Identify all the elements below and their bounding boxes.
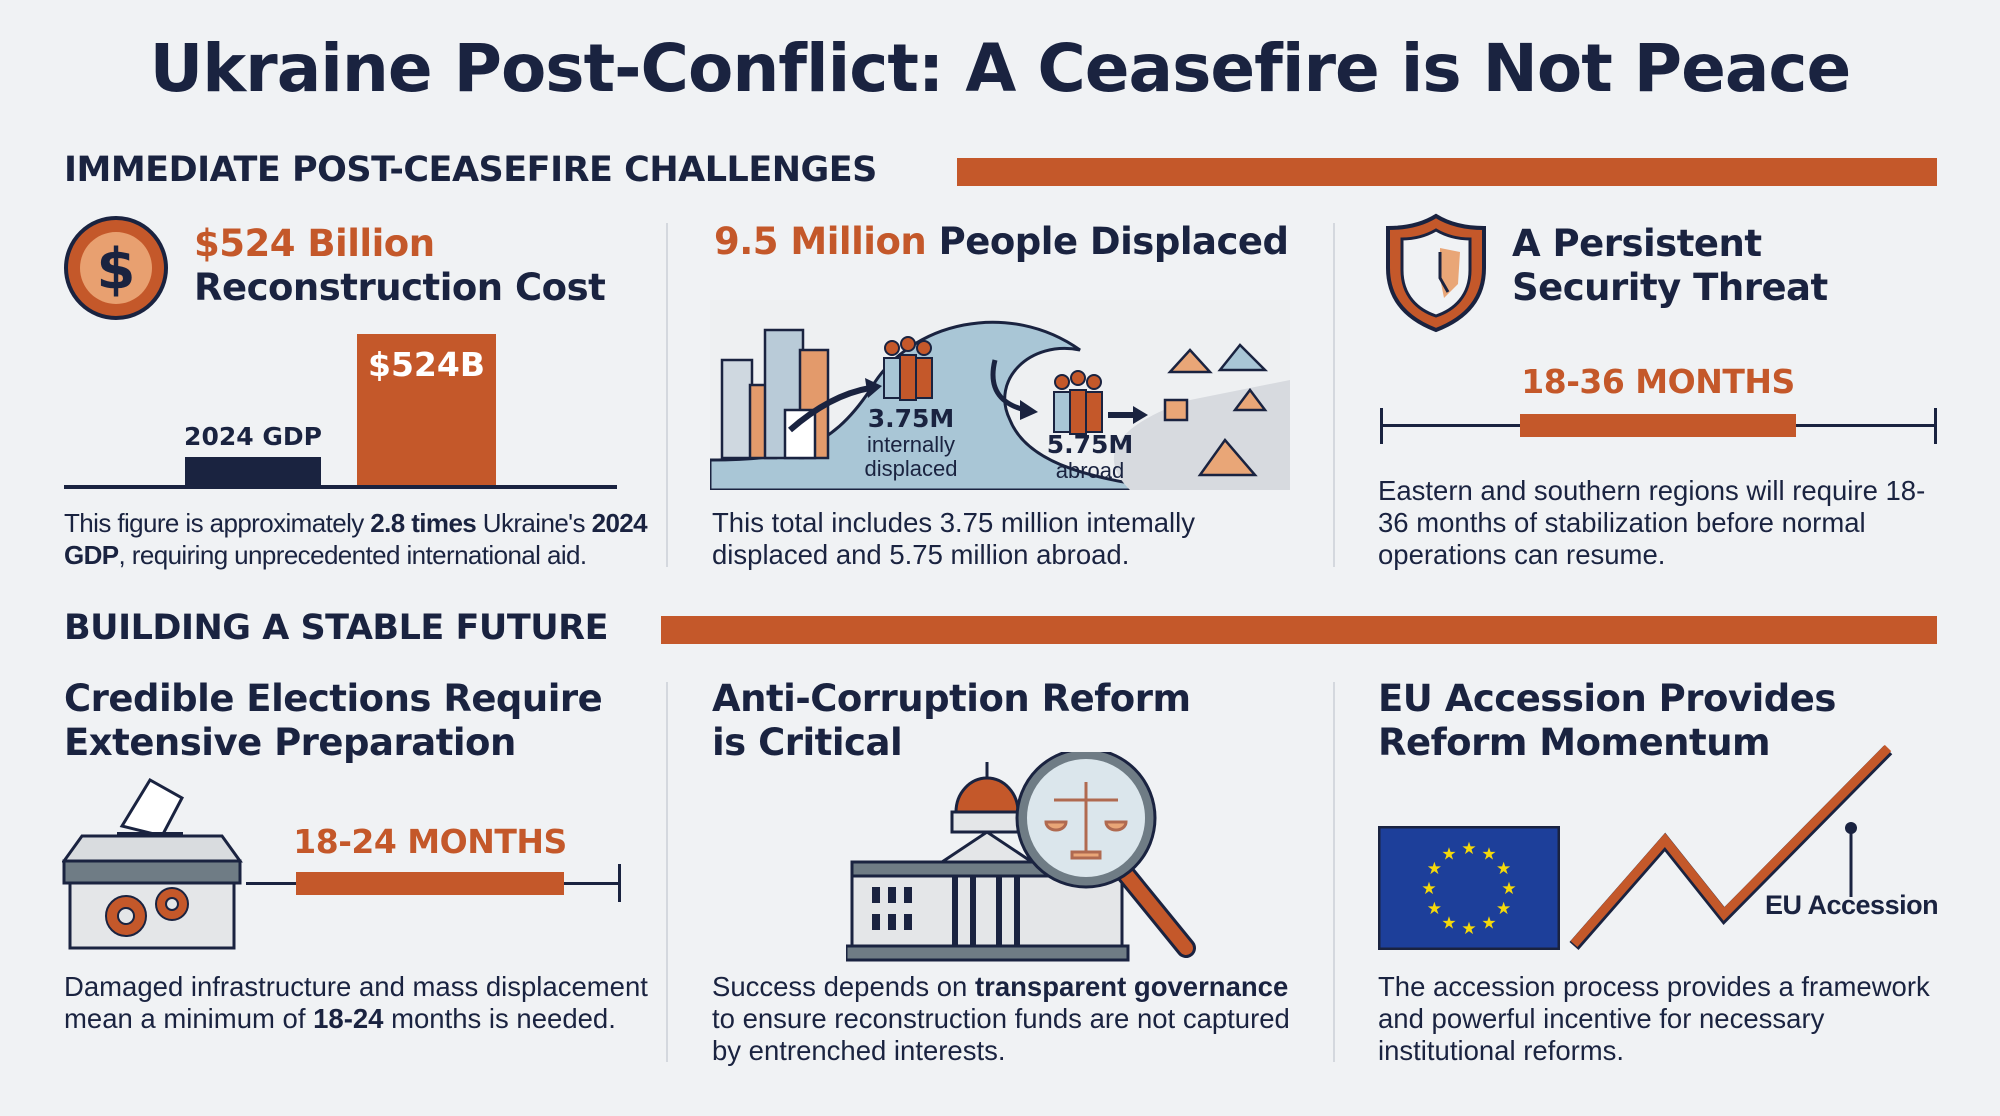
corruption-title: Anti-Corruption Reform is Critical [712,677,1191,764]
text: Success depends on [712,971,975,1002]
cost-bar [357,334,496,487]
text-bold: 18-24 [313,1003,384,1034]
timeline-end-tick [1934,408,1937,444]
eu-star-icon: ★ [1481,844,1496,863]
eu-flag-icon: ★★★★★★★★★★★★ [1377,825,1561,955]
abroad-value: 5.75M [1046,430,1134,459]
elections-months: 18-24 MONTHS [293,822,567,861]
timeline-start-tick [1380,408,1383,444]
eu-star-icon: ★ [1427,859,1442,878]
text: Ukraine's [476,508,592,538]
city-buildings-icon [720,328,830,460]
eu-star-icon: ★ [1461,839,1476,858]
eu-description: The accession process provides a framewo… [1378,971,1930,1066]
eu-accession-label: EU Accession [1765,890,1939,920]
people-group-icon [883,336,1103,435]
elections-range-bar [296,872,564,895]
page-title: Ukraine Post-Conflict: A Ceasefire is No… [149,30,1852,107]
eu-star-icon: ★ [1496,899,1511,918]
eu-star-icon: ★ [1496,859,1511,878]
displaced-description: This total includes 3.75 million intemal… [712,507,1195,570]
cost-bar-label: $524B [368,345,485,384]
eu-star-icon: ★ [1501,879,1516,898]
reconstruction-description: This figure is approximately 2.8 times U… [64,507,664,571]
displaced-amount: 9.5 Million [714,220,927,263]
column-divider [666,682,668,1062]
momentum-trend-line [1560,740,1900,960]
security-description: Eastern and southern regions will requir… [1378,475,1926,570]
accession-marker-dot [1845,822,1857,834]
section-divider-bar [661,616,1937,644]
security-range-bar [1520,414,1796,437]
section-heading-challenges: IMMEDIATE POST-CEASEFIRE CHALLENGES [64,150,877,190]
displaced-label: People Displaced [938,220,1289,263]
text-bold: transparent governance [974,971,1289,1002]
column-divider [1333,682,1335,1062]
timeline-end-tick [618,864,621,902]
tents-icon [1163,343,1269,477]
displaced-title: 9.5 Million People Displaced [714,220,1289,264]
internal-value: 3.75M [867,404,955,433]
text-bold: 2.8 times [370,508,477,538]
eu-title: EU Accession Provides Reform Momentum [1378,677,1836,764]
text: to ensure reconstruction funds are not c… [712,1003,1290,1066]
elections-title: Credible Elections Require Extensive Pre… [64,677,603,764]
eu-star-icon: ★ [1427,899,1442,918]
eu-star-icon: ★ [1461,919,1476,938]
elections-description: Damaged infrastructure and mass displace… [64,971,654,1035]
security-title: A Persistent Security Threat [1512,222,1828,309]
section-divider-bar [957,158,1937,186]
column-divider [1333,223,1335,567]
reconstruction-label: Reconstruction Cost [194,266,606,309]
reconstruction-title: $524 Billion Reconstruction Cost [194,222,606,310]
text: This figure is approximately [64,508,371,538]
security-months: 18-36 MONTHS [1521,362,1795,401]
abroad-label: abroad [1055,458,1125,483]
shield-icon [1382,212,1490,339]
eu-star-icon: ★ [1441,914,1456,933]
gdp-bar-label: 2024 GDP [184,422,322,451]
text: Damaged infrastructure and mass displace… [64,971,648,1034]
gdp-bar [185,457,321,487]
ballot-box-icon [61,776,244,957]
text: , requiring unprecedented international … [118,540,588,570]
corruption-description: Success depends on transparent governanc… [712,971,1302,1067]
displacement-illustration [708,300,1290,495]
text: months is needed. [383,1003,616,1034]
eu-star-icon: ★ [1441,844,1456,863]
dollar-coin-icon: $ [62,214,170,327]
svg-text:$: $ [97,237,136,302]
capitol-magnifier-icon [844,747,1230,969]
eu-star-icon: ★ [1421,879,1436,898]
section-heading-future: BUILDING A STABLE FUTURE [64,608,608,648]
column-divider [666,223,668,567]
internal-label: internally displaced [864,432,958,481]
reconstruction-amount: $524 Billion [194,222,435,265]
chart-baseline [64,485,617,489]
text-bold: 2024 GDP [64,508,648,570]
eu-star-icon: ★ [1481,914,1496,933]
